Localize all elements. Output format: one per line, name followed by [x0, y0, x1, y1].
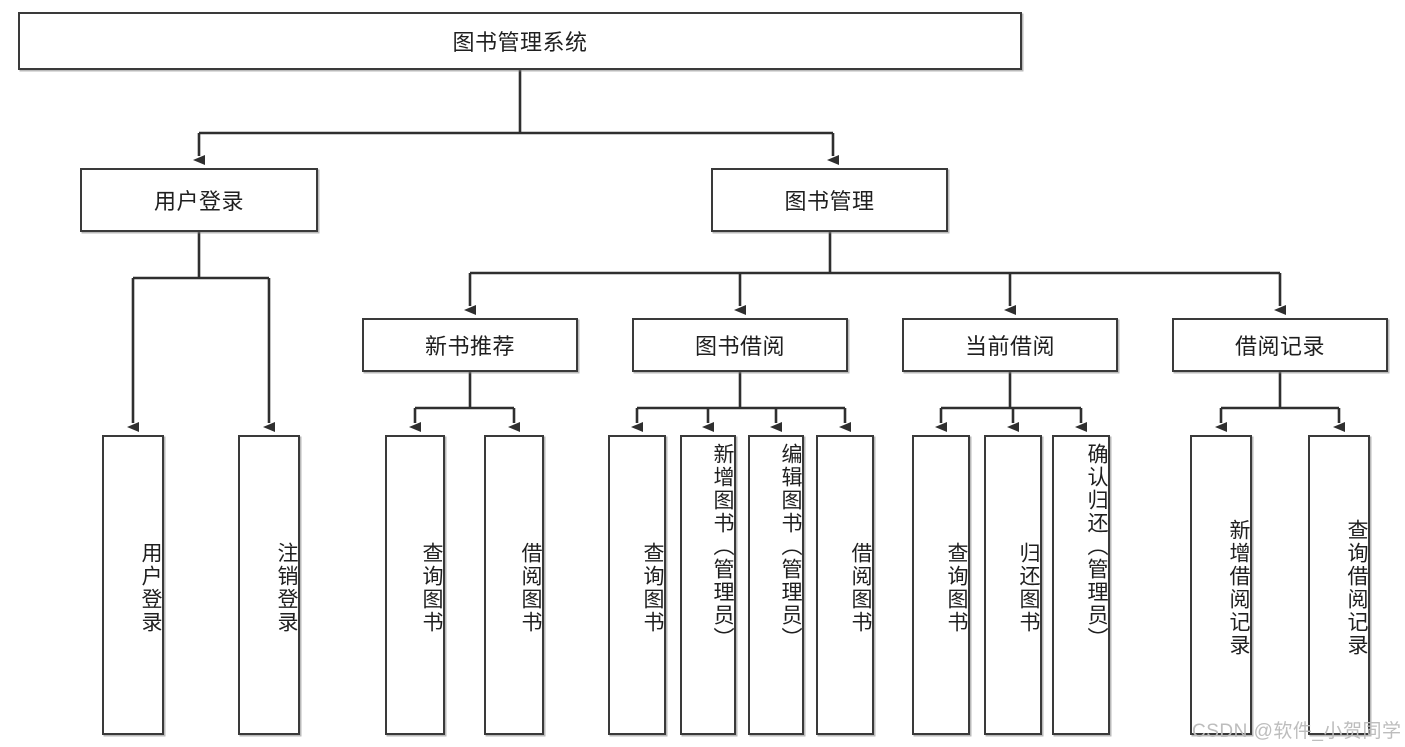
leaf-edit-book-admin[interactable]: 编辑图书（管理员） [748, 435, 804, 735]
node-borrow-record[interactable]: 借阅记录 [1172, 318, 1388, 372]
node-label: 当前借阅 [964, 334, 1055, 359]
node-label: 注销登录 [275, 542, 298, 634]
node-label: 图书管理 [784, 189, 875, 214]
node-label: 新增图书（管理员） [711, 443, 734, 650]
node-user-login[interactable]: 用户登录 [80, 168, 318, 232]
node-label: 借阅图书 [519, 542, 542, 634]
node-label: 归还图书 [1017, 542, 1040, 634]
node-label: 图书管理系统 [452, 30, 588, 55]
node-label: 借阅记录 [1234, 334, 1325, 359]
node-root-system[interactable]: 图书管理系统 [18, 12, 1022, 70]
leaf-add-book-admin[interactable]: 新增图书（管理员） [680, 435, 736, 735]
node-label: 查询图书 [945, 542, 968, 634]
node-label: 用户登录 [139, 542, 162, 634]
node-label: 新增借阅记录 [1227, 519, 1250, 657]
leaf-borrow-book-borrow[interactable]: 借阅图书 [816, 435, 874, 735]
node-current-borrow[interactable]: 当前借阅 [902, 318, 1118, 372]
csdn-watermark: CSDN @软件_小贺同学 [1192, 721, 1402, 742]
leaf-borrow-book-newbook[interactable]: 借阅图书 [484, 435, 544, 735]
leaf-return-book[interactable]: 归还图书 [984, 435, 1042, 735]
node-book-manage[interactable]: 图书管理 [711, 168, 948, 232]
leaf-query-borrow-record[interactable]: 查询借阅记录 [1308, 435, 1370, 735]
node-label: 图书借阅 [694, 334, 785, 359]
leaf-user-login[interactable]: 用户登录 [102, 435, 164, 735]
node-label: 查询图书 [420, 542, 443, 634]
leaf-query-book-current[interactable]: 查询图书 [912, 435, 970, 735]
node-new-book-rec[interactable]: 新书推荐 [362, 318, 578, 372]
node-book-borrow[interactable]: 图书借阅 [632, 318, 848, 372]
node-label: 确认归还（管理员） [1085, 443, 1108, 650]
leaf-add-borrow-record[interactable]: 新增借阅记录 [1190, 435, 1252, 735]
leaf-logout-login[interactable]: 注销登录 [238, 435, 300, 735]
leaf-query-book-newbook[interactable]: 查询图书 [385, 435, 445, 735]
node-label: 查询借阅记录 [1345, 519, 1368, 657]
node-label: 查询图书 [641, 542, 664, 634]
leaf-confirm-return-admin[interactable]: 确认归还（管理员） [1052, 435, 1110, 735]
node-label: 借阅图书 [849, 542, 872, 634]
node-label: 新书推荐 [424, 334, 515, 359]
node-label: 用户登录 [153, 189, 244, 214]
leaf-query-book-borrow[interactable]: 查询图书 [608, 435, 666, 735]
node-label: 编辑图书（管理员） [779, 443, 802, 650]
